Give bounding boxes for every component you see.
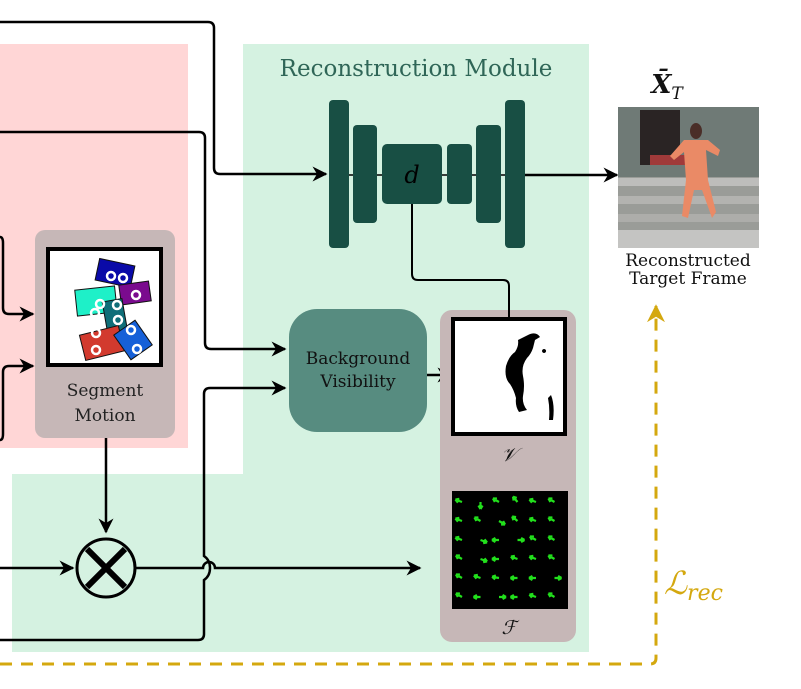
flow-vector bbox=[491, 555, 499, 563]
decoder-layer-3 bbox=[505, 100, 525, 248]
segment-motion-label-2: Motion bbox=[74, 406, 135, 426]
flow-vector bbox=[528, 554, 537, 561]
flow-vector bbox=[547, 592, 556, 598]
flow-vector bbox=[480, 557, 488, 564]
segment-motion-label-1: Segment bbox=[67, 381, 144, 401]
flow-vector bbox=[454, 516, 463, 523]
flow-vector bbox=[454, 535, 463, 542]
target-frame-symbol: X̄T bbox=[649, 68, 684, 104]
reconstructed-frame-image bbox=[618, 107, 759, 248]
background-visibility-label-2: Visibility bbox=[319, 372, 396, 392]
flow-vector bbox=[473, 516, 482, 522]
flow-vector bbox=[509, 574, 518, 582]
bottleneck-block bbox=[382, 144, 442, 204]
bottleneck-label: d bbox=[404, 161, 419, 189]
segment-input-1 bbox=[0, 235, 35, 322]
flow-vector bbox=[499, 593, 507, 601]
flow-vector bbox=[491, 536, 499, 544]
flow-vector bbox=[554, 574, 563, 582]
flow-vector bbox=[472, 593, 481, 601]
background-visibility-label-1: Background bbox=[306, 349, 411, 369]
flow-vector bbox=[547, 497, 556, 503]
flow-vector bbox=[528, 574, 536, 582]
flow-vector bbox=[454, 497, 463, 504]
decoder-layer-1 bbox=[447, 144, 472, 204]
background-visibility-block bbox=[289, 309, 427, 432]
autoencoder bbox=[329, 100, 525, 248]
flow-vector bbox=[528, 516, 537, 523]
flow-vector bbox=[528, 535, 537, 541]
reconstruction-module-title: Reconstruction Module bbox=[280, 56, 553, 82]
flow-vector bbox=[473, 573, 481, 580]
segment-input-2 bbox=[0, 358, 35, 442]
visibility-to-bottleneck bbox=[411, 204, 510, 319]
flow-field-image bbox=[452, 491, 568, 609]
flow-vector bbox=[454, 573, 463, 579]
reconstruction-loss-label: ℒrec bbox=[664, 564, 723, 606]
flow-vector bbox=[547, 535, 556, 541]
reconstruction-loss-path bbox=[0, 304, 665, 666]
input-line-2 bbox=[0, 130, 287, 357]
flow-vector bbox=[498, 520, 507, 526]
flow-vector bbox=[480, 538, 488, 545]
encoder-layer-1 bbox=[329, 100, 349, 248]
flow-vector bbox=[510, 554, 518, 561]
joint-markers bbox=[89, 270, 143, 356]
flow-vector bbox=[491, 497, 500, 503]
flow-vector bbox=[491, 574, 500, 581]
flow-vectors bbox=[454, 495, 563, 601]
flow-vector bbox=[547, 516, 556, 522]
flow-vector bbox=[517, 536, 526, 544]
flow-vector bbox=[454, 554, 463, 560]
flow-vector bbox=[511, 515, 519, 522]
flow-symbol: ℱ bbox=[502, 617, 520, 639]
flow-vector bbox=[511, 495, 519, 503]
target-frame-caption-2: Target Frame bbox=[629, 269, 747, 289]
flow-vector bbox=[477, 502, 484, 510]
input-line-top bbox=[0, 20, 328, 182]
flow-vector bbox=[528, 497, 537, 504]
decoder-layer-2 bbox=[476, 125, 501, 223]
encoder-layer-2 bbox=[353, 125, 377, 223]
flow-vector bbox=[454, 592, 463, 598]
flow-vector bbox=[509, 593, 518, 601]
input-line-bottom bbox=[0, 380, 287, 642]
visibility-mask-silhouette bbox=[505, 333, 554, 420]
target-frame-caption-1: Reconstructed bbox=[625, 251, 751, 271]
flow-vector bbox=[547, 554, 556, 560]
flow-vector bbox=[528, 592, 537, 599]
